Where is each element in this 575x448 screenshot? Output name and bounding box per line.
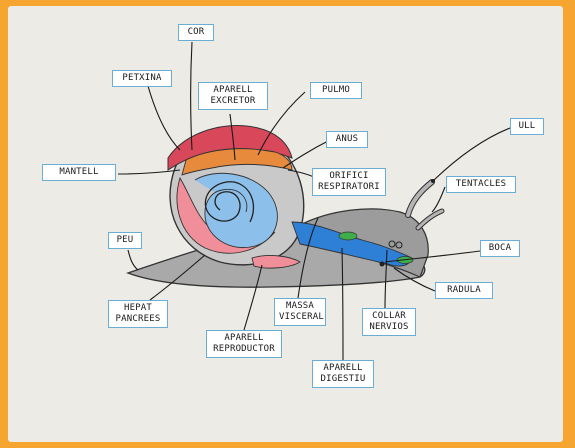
label-cor: COR	[178, 24, 214, 41]
label-ull: ULL	[510, 118, 544, 135]
label-massa-visceral: MASSA VISCERAL	[274, 298, 326, 326]
leader-peu	[128, 250, 138, 270]
upper-tentacle-inner	[408, 182, 432, 215]
label-peu: PEU	[108, 232, 142, 249]
label-boca: BOCA	[480, 240, 520, 257]
green-organ-1	[339, 232, 357, 240]
label-collar-nervios: COLLAR NERVIOS	[362, 308, 416, 336]
label-aparell-reproductor: APARELL REPRODUCTOR	[206, 330, 282, 358]
label-hepat-pancrees: HEPAT PANCREES	[108, 300, 168, 328]
leader-petxina	[148, 86, 180, 150]
leader-cor	[191, 42, 193, 150]
label-mantell: MANTELL	[42, 164, 116, 181]
label-tentacles: TENTACLES	[446, 176, 516, 193]
label-pulmo: PULMO	[310, 82, 362, 99]
label-anus: ANUS	[326, 131, 368, 148]
label-aparell-digestiu: APARELL DIGESTIU	[312, 360, 374, 388]
leader-mantell	[118, 170, 180, 174]
label-aparell-excretor: APARELL EXCRETOR	[198, 82, 268, 110]
leader-tentacles	[432, 187, 445, 212]
leader-digestiu	[342, 248, 343, 360]
label-orifici-respiratori: ORIFICI RESPIRATORI	[312, 168, 386, 196]
label-petxina: PETXINA	[112, 70, 172, 87]
label-radula: RADULA	[435, 282, 493, 299]
leader-ull	[434, 128, 510, 180]
mouth-dot	[380, 262, 385, 267]
